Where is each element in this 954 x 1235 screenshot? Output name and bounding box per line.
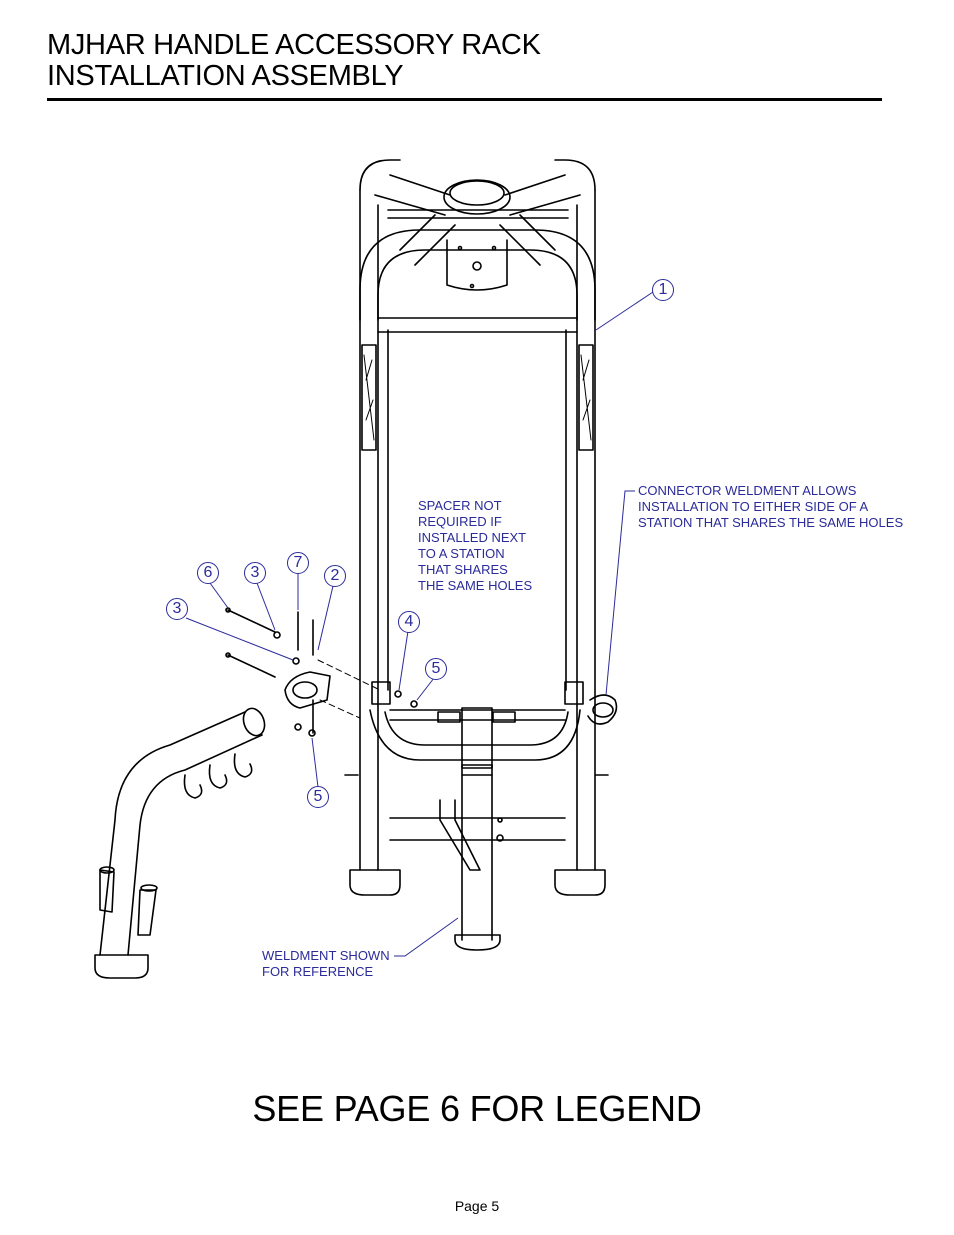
weldment-note: WELDMENT SHOWN FOR REFERENCE — [262, 948, 390, 979]
callout-nut-upper: 5 — [425, 658, 447, 680]
connector-note: CONNECTOR WELDMENT ALLOWS INSTALLATION T… — [638, 483, 904, 530]
machine-frame — [344, 159, 618, 951]
callout-washer-b: 3 — [166, 598, 188, 620]
title-underline — [47, 98, 882, 101]
page-title: MJHAR HANDLE ACCESSORY RACK INSTALLATION… — [47, 30, 541, 92]
legend-reference: SEE PAGE 6 FOR LEGEND — [0, 1088, 954, 1130]
callout-spacer: 4 — [398, 611, 420, 633]
callout-frame: 1 — [652, 279, 674, 301]
callout-pin: 7 — [287, 552, 309, 574]
legend-reference-text: SEE PAGE 6 FOR LEGEND — [252, 1088, 702, 1129]
callout-connector: 2 — [324, 565, 346, 587]
spacer-note: SPACER NOT REQUIRED IF INSTALLED NEXT TO… — [418, 498, 533, 593]
title-line-1: MJHAR HANDLE ACCESSORY RACK — [47, 29, 541, 61]
page-number: Page 5 — [454, 1198, 500, 1214]
callout-bolt-long: 6 — [197, 562, 219, 584]
title-line-2: INSTALLATION ASSEMBLY — [47, 60, 404, 92]
handle-rack — [94, 607, 418, 979]
callout-nut-lower: 5 — [307, 786, 329, 808]
callout-washer-a: 3 — [244, 562, 266, 584]
